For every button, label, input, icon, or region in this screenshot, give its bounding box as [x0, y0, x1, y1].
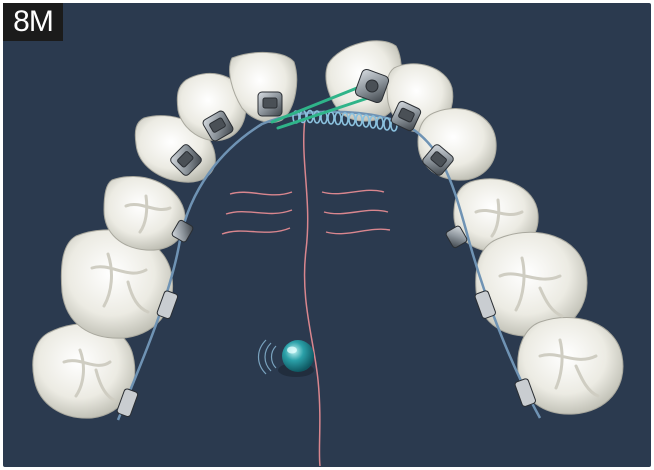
palatal-rugae — [222, 190, 390, 234]
teeth-left — [33, 52, 297, 418]
mini-implant — [259, 340, 315, 377]
implant-motion-lines — [259, 340, 277, 374]
figure-label: 8M — [3, 3, 63, 41]
bracket-left-lateral — [258, 92, 282, 116]
implant-head-icon — [282, 340, 314, 372]
palatal-midline — [304, 118, 320, 466]
